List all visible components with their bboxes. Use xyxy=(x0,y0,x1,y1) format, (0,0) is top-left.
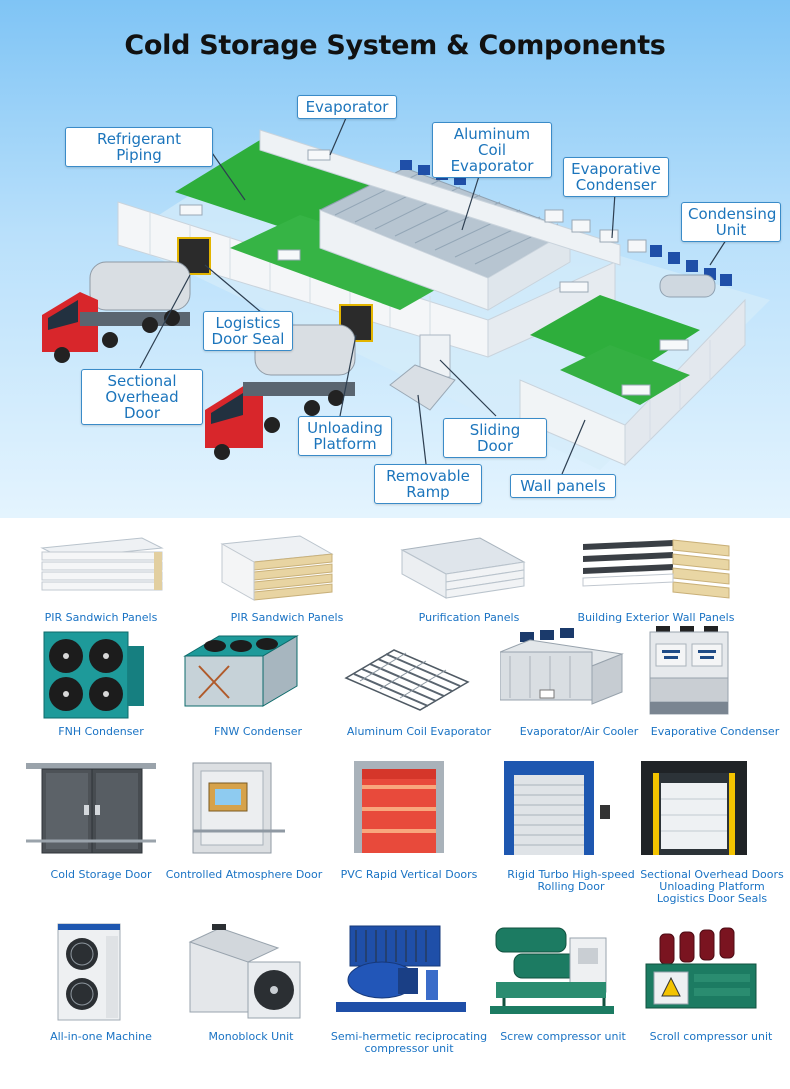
product-caption: Evaporator/Air Cooler xyxy=(519,725,639,738)
product-card-aluminum-coil-evaporator: Aluminum Coil Evaporator xyxy=(340,626,498,744)
product-card-evaporative-condenser: Evaporative Condenser xyxy=(636,626,790,744)
screw-compressor-icon xyxy=(490,927,614,1014)
product-caption: Scroll compressor unit xyxy=(649,1030,773,1043)
product-card-monoblock-unit: Monoblock Unit xyxy=(172,918,330,1058)
truck-1-illustration xyxy=(42,261,191,363)
cold-storage-isometric-illustration xyxy=(42,117,770,475)
product-caption: All-in-one Machine xyxy=(50,1030,152,1043)
callout-sectional-overhead-door: Sectional Overhead Door xyxy=(81,369,203,425)
product-card-cold-storage-door: Cold Storage Door xyxy=(22,761,180,891)
product-caption: FNW Condenser xyxy=(213,725,303,738)
evaporative-condenser-icon xyxy=(649,626,729,715)
fnw-condenser-icon xyxy=(183,635,299,707)
scroll-compressor-icon xyxy=(645,927,757,1009)
product-caption: Purification Panels xyxy=(418,611,520,624)
cold-storage-door-icon xyxy=(26,763,156,854)
product-caption: PIR Sandwich Panels xyxy=(44,611,158,624)
product-caption: Building Exterior Wall Panels xyxy=(577,611,735,624)
product-caption: Monoblock Unit xyxy=(208,1030,294,1043)
exterior-wall-panel-icon xyxy=(582,539,730,599)
product-caption: Semi-hermetic reciprocating compressor u… xyxy=(330,1030,488,1055)
product-card-all-in-one-machine: All-in-one Machine xyxy=(22,918,180,1058)
sandwich-panel-icon xyxy=(220,535,334,601)
rolling-door-icon xyxy=(504,761,610,855)
product-card-building-exterior-wall-panels: Building Exterior Wall Panels xyxy=(577,526,735,636)
product-caption: Controlled Atmosphere Door xyxy=(165,868,323,881)
product-card-evaporator-air-cooler: Evaporator/Air Cooler xyxy=(500,626,658,744)
product-card-rigid-turbo-rolling-door: Rigid Turbo High-speed Rolling Door xyxy=(492,761,650,893)
components-grid: PIR Sandwich Panels PIR Sandwich Panels … xyxy=(0,518,790,1089)
callout-condensing-unit: Condensing Unit xyxy=(681,202,781,242)
sandwich-panel-icon xyxy=(40,537,164,591)
page-title: Cold Storage System & Components xyxy=(124,30,666,61)
product-card-sectional-overhead-doors: Sectional Overhead Doors Unloading Platf… xyxy=(633,761,790,905)
product-caption: PVC Rapid Vertical Doors xyxy=(340,868,478,881)
product-caption: Sectional Overhead Doors Unloading Platf… xyxy=(640,868,784,905)
callout-aluminum-coil-evaporator: Aluminum Coil Evaporator xyxy=(432,122,552,178)
callout-removable-ramp: Removable Ramp xyxy=(374,464,482,504)
callout-evaporative-condenser: Evaporative Condenser xyxy=(563,157,669,197)
product-caption: Aluminum Coil Evaporator xyxy=(346,725,492,738)
product-caption: Evaporative Condenser xyxy=(650,725,780,738)
callout-evaporator: Evaporator xyxy=(297,95,397,119)
product-card-semi-hermetic-reciprocating-compressor: Semi-hermetic reciprocating compressor u… xyxy=(330,918,488,1058)
overhead-door-icon xyxy=(641,761,747,855)
callout-logistics-door-seal: Logistics Door Seal xyxy=(203,311,293,351)
product-caption: Screw compressor unit xyxy=(500,1030,626,1043)
product-card-pir-sandwich-panels-2: PIR Sandwich Panels xyxy=(208,526,366,636)
product-card-pir-sandwich-panels-1: PIR Sandwich Panels xyxy=(22,526,180,636)
callout-unloading-platform: Unloading Platform xyxy=(298,416,392,456)
product-card-pvc-rapid-vertical-doors: PVC Rapid Vertical Doors xyxy=(330,761,488,891)
callout-sliding-door: Sliding Door xyxy=(443,418,547,458)
product-card-purification-panels: Purification Panels xyxy=(390,526,548,636)
callout-refrigerant-piping: Refrigerant Piping xyxy=(65,127,213,167)
air-cooler-icon xyxy=(500,628,624,705)
callout-wall-panels: Wall panels xyxy=(510,474,616,498)
product-caption: FNH Condenser xyxy=(58,725,144,738)
product-caption: Rigid Turbo High-speed Rolling Door xyxy=(507,868,635,893)
monoblock-unit-icon xyxy=(188,924,301,1019)
coil-evaporator-icon xyxy=(344,649,470,711)
purification-panel-icon xyxy=(400,537,526,599)
product-card-controlled-atmosphere-door: Controlled Atmosphere Door xyxy=(165,761,323,891)
product-card-screw-compressor-unit: Screw compressor unit xyxy=(484,918,642,1058)
product-caption: PIR Sandwich Panels xyxy=(230,611,344,624)
product-caption: Cold Storage Door xyxy=(50,868,152,881)
product-card-scroll-compressor-unit: Scroll compressor unit xyxy=(632,918,790,1058)
all-in-one-machine-icon xyxy=(57,923,121,1021)
product-card-fnh-condenser: FNH Condenser xyxy=(22,626,180,744)
atmosphere-door-icon xyxy=(192,762,285,854)
pvc-rapid-door-icon xyxy=(354,761,444,853)
truck-2-illustration xyxy=(205,324,356,460)
reciprocating-compressor-icon xyxy=(336,925,466,1012)
cold-storage-hero: Cold Storage System & Components Evapora… xyxy=(0,0,790,518)
fnh-condenser-icon xyxy=(43,631,144,719)
product-card-fnw-condenser: FNW Condenser xyxy=(179,626,337,744)
